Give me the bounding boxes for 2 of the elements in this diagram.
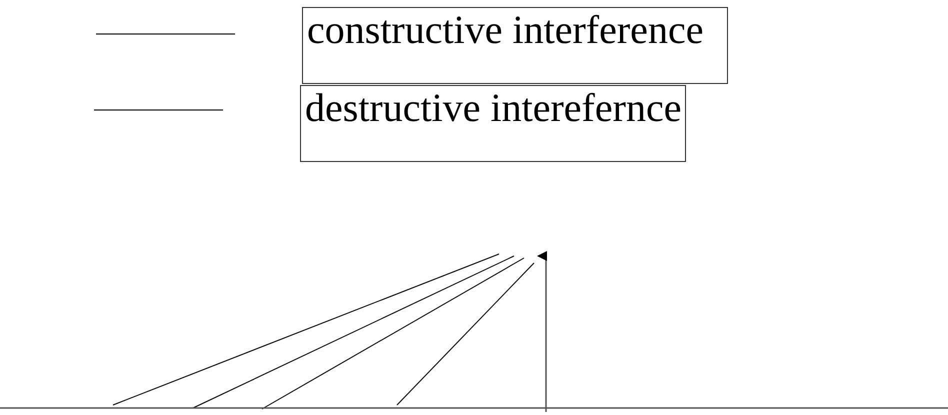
legend-label: destructive interefernce [300, 85, 686, 162]
legend-label: constructive interference [302, 7, 728, 84]
